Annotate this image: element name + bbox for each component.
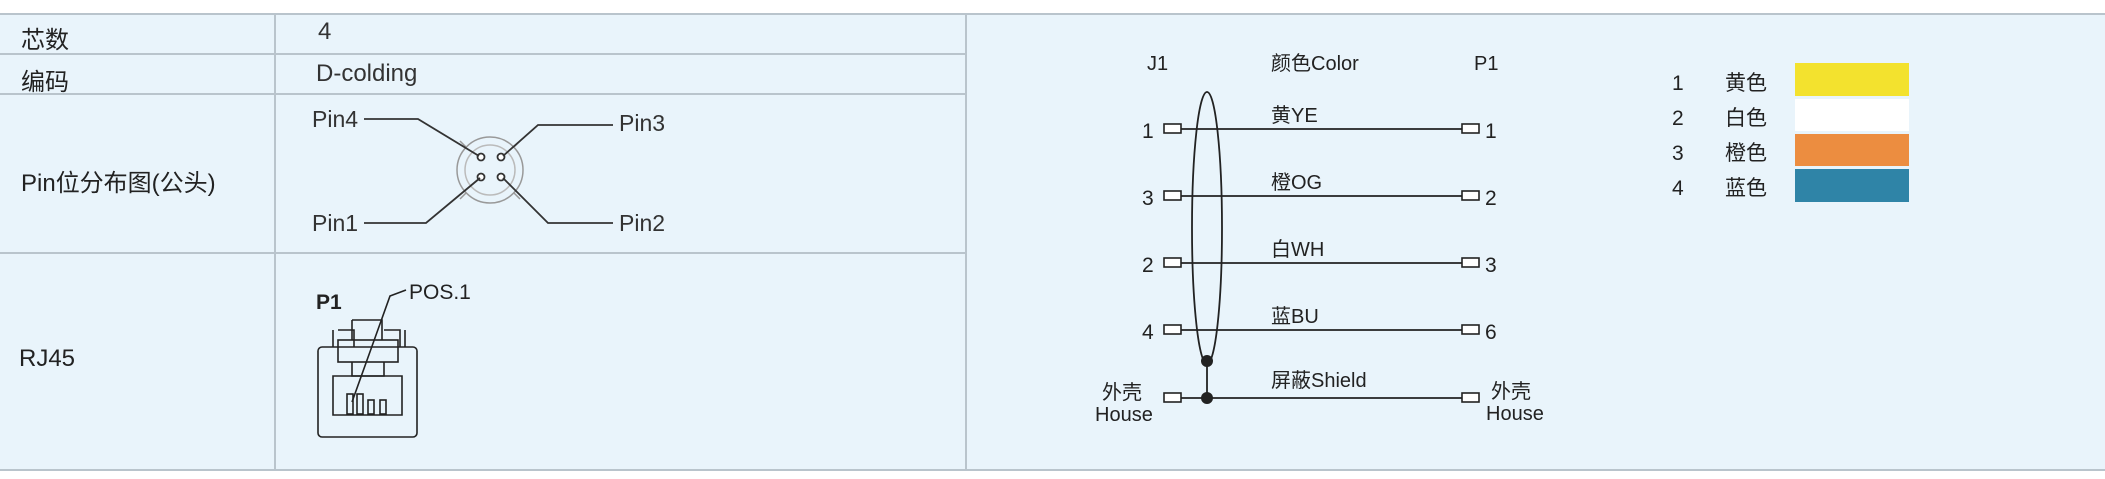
pin3-label: Pin3 (619, 110, 665, 136)
legend-item: 4 蓝色 (1672, 169, 1909, 202)
table-background (0, 14, 2105, 471)
row-divider (0, 93, 966, 95)
rj45-plug-icon (317, 289, 418, 438)
wire-right-pin: 3 (1485, 254, 1497, 277)
row-divider (0, 252, 966, 254)
legend-item: 2 白色 (1672, 99, 1909, 131)
wire-left-pin: 2 (1142, 254, 1154, 277)
rj45-diagram: P1 POS.1 (316, 281, 471, 438)
pin-leader-lines (364, 118, 613, 224)
coding-value: D-colding (316, 60, 418, 87)
wire-right-pin: 2 (1485, 187, 1497, 210)
column-divider (965, 14, 967, 470)
legend-item: 1 黄色 (1672, 63, 1909, 96)
legend-name: 白色 (1725, 107, 1767, 130)
legend-number: 1 (1672, 72, 1684, 95)
legend-name: 黄色 (1725, 72, 1767, 95)
legend-swatch (1795, 99, 1909, 131)
cores-value: 4 (318, 18, 332, 45)
wire-left-pin: 4 (1142, 321, 1154, 344)
legend-number: 3 (1672, 142, 1684, 165)
legend-swatch (1795, 63, 1909, 96)
legend-name: 橙色 (1725, 142, 1767, 165)
wire-color: 蓝BU (1271, 305, 1319, 328)
legend-swatch (1795, 169, 1909, 202)
shield-color: 屏蔽Shield (1271, 369, 1367, 392)
rj45-pos-label: POS.1 (409, 281, 471, 304)
pinout-diagram: Pin4 Pin3 Pin1 Pin2 (312, 106, 665, 236)
table-bottom-border (0, 469, 2105, 471)
pinout-label: Pin位分布图(公头) (21, 170, 216, 197)
wire-color: 黄YE (1271, 104, 1318, 127)
coding-label: 编码 (21, 69, 69, 96)
wire-row-3: 2 3 白WH (1142, 238, 1497, 277)
p1-label: P1 (1474, 53, 1498, 75)
wire-left-pin: 1 (1142, 120, 1154, 143)
wire-row-2: 3 2 橙OG (1142, 171, 1497, 210)
pin-contacts (476, 152, 506, 182)
legend-number: 4 (1672, 177, 1684, 200)
rj45-label: RJ45 (19, 345, 76, 372)
color-header: 颜色Color (1271, 52, 1359, 75)
wire-right-pin: 1 (1485, 120, 1497, 143)
pin2-label: Pin2 (619, 210, 665, 236)
house-right-en: House (1486, 403, 1544, 425)
legend-number: 2 (1672, 107, 1684, 130)
wiring-diagram: J1 颜色Color P1 1 1 黄YE 3 2 橙OG 2 3 白WH (1095, 52, 1909, 426)
color-legend: 1 黄色 2 白色 3 橙色 4 蓝色 (1672, 63, 1909, 202)
wire-color: 白WH (1271, 238, 1324, 261)
rj45-p1-label: P1 (316, 291, 342, 314)
wire-row-1: 1 1 黄YE (1142, 104, 1497, 143)
wire-right-pin: 6 (1485, 321, 1497, 344)
house-left-en: House (1095, 404, 1153, 426)
j1-label: J1 (1147, 53, 1168, 75)
wire-left-pin: 3 (1142, 187, 1154, 210)
column-divider (274, 14, 276, 470)
house-left-cn: 外壳 (1102, 381, 1142, 404)
house-right-cn: 外壳 (1491, 380, 1531, 403)
pin4-label: Pin4 (312, 106, 358, 132)
legend-item: 3 橙色 (1672, 134, 1909, 166)
wire-color: 橙OG (1271, 171, 1322, 194)
row-divider (0, 53, 966, 55)
cores-label: 芯数 (21, 27, 69, 54)
shield-ellipse (1191, 91, 1223, 365)
table-top-border (0, 13, 2105, 15)
legend-swatch (1795, 134, 1909, 166)
wire-row-4: 4 6 蓝BU (1142, 305, 1497, 344)
pin1-label: Pin1 (312, 210, 358, 236)
shield-row: 屏蔽Shield 外壳 House 外壳 House (1095, 91, 1544, 426)
legend-name: 蓝色 (1725, 177, 1767, 200)
